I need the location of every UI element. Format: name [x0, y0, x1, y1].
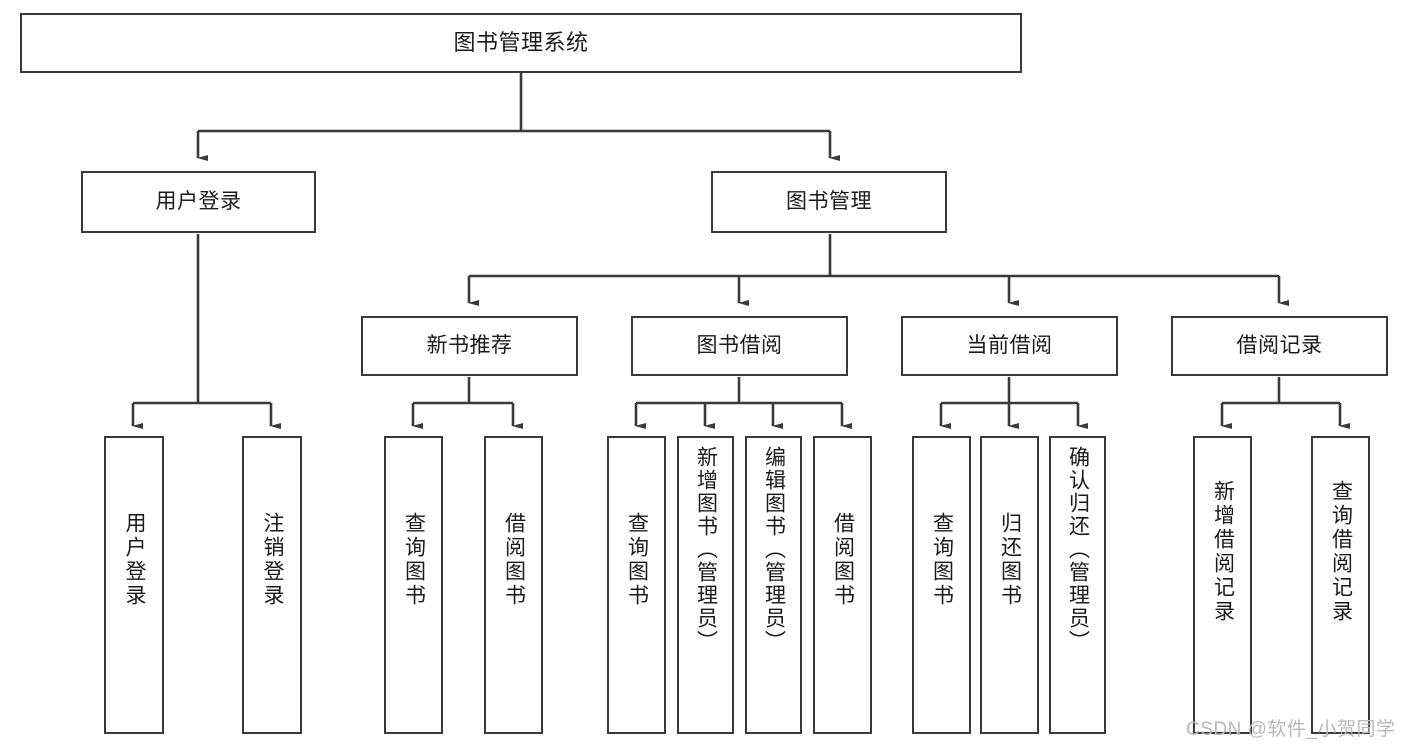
node-root-label: 图书管理系统	[453, 29, 589, 55]
leaf-borrow-book-borrow-label: 借阅图书	[831, 512, 855, 608]
node-user-login-label: 用户登录	[155, 189, 242, 213]
node-current-borrow[interactable]: 当前借阅	[901, 316, 1118, 376]
leaf-query-book-borrow-label: 查询图书	[625, 512, 649, 608]
leaf-query-borrow-record-label: 查询借阅记录	[1329, 480, 1353, 624]
node-book-borrow-label: 图书借阅	[696, 333, 783, 357]
leaf-query-borrow-record[interactable]: 查询借阅记录	[1311, 436, 1370, 734]
node-current-borrow-label: 当前借阅	[966, 333, 1053, 357]
leaf-borrow-book-recommend[interactable]: 借阅图书	[484, 436, 543, 734]
leaf-query-book-current[interactable]: 查询图书	[912, 436, 971, 734]
leaf-add-borrow-record[interactable]: 新增借阅记录	[1193, 436, 1252, 734]
leaf-logout-label: 注销登录	[261, 512, 285, 608]
leaf-return-book[interactable]: 归还图书	[980, 436, 1039, 734]
node-new-book-recommend[interactable]: 新书推荐	[361, 316, 578, 376]
node-book-management[interactable]: 图书管理	[711, 171, 947, 233]
node-new-book-recommend-label: 新书推荐	[426, 333, 513, 357]
node-book-management-label: 图书管理	[786, 189, 872, 213]
leaf-confirm-return-admin-label: 确认归还（管理员）	[1066, 446, 1090, 653]
node-user-login[interactable]: 用户登录	[81, 171, 316, 233]
csdn-watermark: CSDN @软件_小贺同学	[1186, 719, 1396, 740]
node-borrow-record-label: 借阅记录	[1236, 333, 1323, 357]
leaf-query-book-recommend-label: 查询图书	[402, 512, 426, 608]
leaf-user-login-label: 用户登录	[123, 512, 147, 608]
leaf-query-book-current-label: 查询图书	[930, 512, 954, 608]
leaf-add-book-admin-label: 新增图书（管理员）	[694, 446, 718, 653]
leaf-logout[interactable]: 注销登录	[242, 436, 302, 734]
leaf-edit-book-admin-label: 编辑图书（管理员）	[762, 446, 786, 653]
leaf-return-book-label: 归还图书	[998, 512, 1022, 608]
leaf-borrow-book-recommend-label: 借阅图书	[502, 512, 526, 608]
node-borrow-record[interactable]: 借阅记录	[1171, 316, 1388, 376]
node-root[interactable]: 图书管理系统	[20, 13, 1022, 73]
node-book-borrow[interactable]: 图书借阅	[631, 316, 848, 376]
leaf-borrow-book-borrow[interactable]: 借阅图书	[813, 436, 872, 734]
leaf-query-book-borrow[interactable]: 查询图书	[607, 436, 666, 734]
leaf-query-book-recommend[interactable]: 查询图书	[384, 436, 443, 734]
leaf-edit-book-admin[interactable]: 编辑图书（管理员）	[745, 436, 802, 734]
leaf-add-book-admin[interactable]: 新增图书（管理员）	[677, 436, 734, 734]
leaf-add-borrow-record-label: 新增借阅记录	[1211, 480, 1235, 624]
leaf-confirm-return-admin[interactable]: 确认归还（管理员）	[1049, 436, 1106, 734]
leaf-user-login[interactable]: 用户登录	[104, 436, 164, 734]
